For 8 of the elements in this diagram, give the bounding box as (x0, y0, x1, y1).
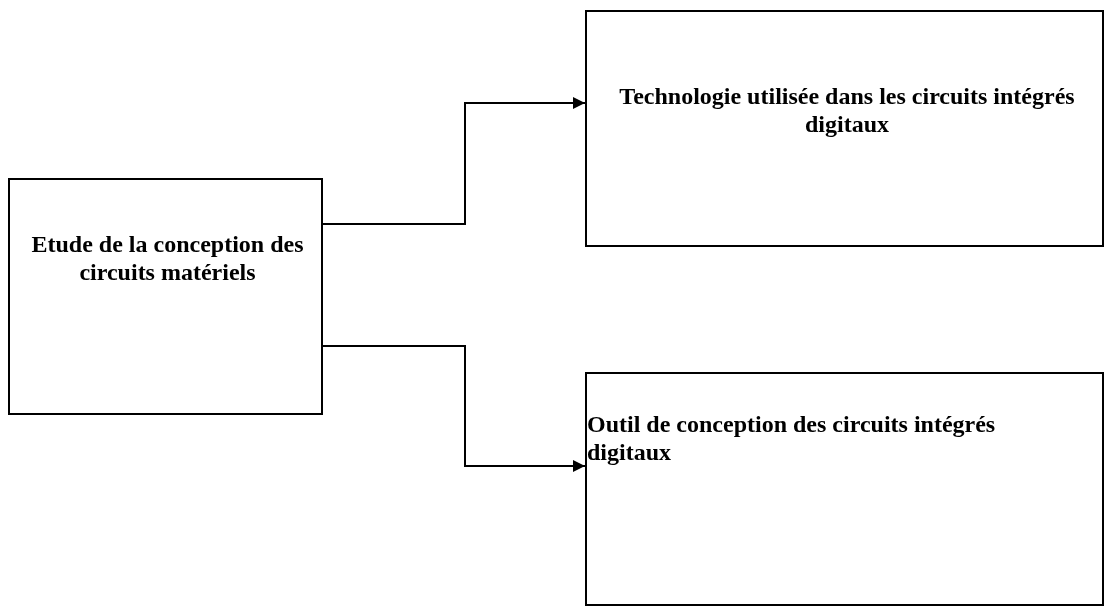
process-box (585, 372, 1104, 606)
box-label: Technologie utilisée dans les circuits intégrés digitaux (618, 82, 1076, 138)
arrow (322, 97, 586, 225)
process-box (8, 178, 323, 415)
process-box (585, 10, 1104, 247)
arrow (322, 345, 586, 472)
box-label: Etude de la conception des circuits matériels (30, 230, 305, 286)
box-label: Outil de conception des circuits intégrés digitaux (587, 410, 997, 466)
